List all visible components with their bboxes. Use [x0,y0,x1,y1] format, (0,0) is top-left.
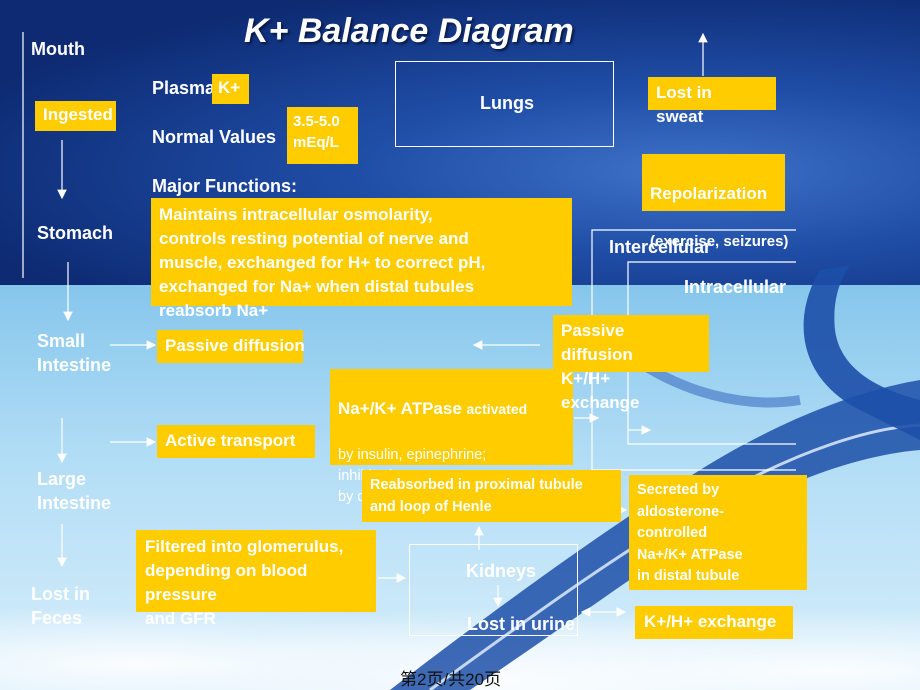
lost-in-urine-label: Lost in urine [467,614,575,634]
intracellular-label: Intracellular [684,277,787,297]
large-intestine-label: Large Intestine [37,469,112,513]
plasma-k-box: K+ [212,74,249,104]
atpase-box: Na+/K+ ATPase activated by insulin, epin… [330,369,573,505]
normal-values-box: 3.5-5.0 mEq/L [287,107,358,164]
atpase-activated: activated [466,401,528,417]
passive-diffusion-exchange-box: Passive diffusion K+/H+ exchange [553,315,709,412]
repolarization-box: Repolarization (exercise, seizures) [642,154,788,250]
normal-values-label: Normal Values [152,127,277,147]
ingested-box: Ingested [35,101,116,131]
kidneys-frame [409,544,578,636]
passive-diffusion-box: Passive diffusion [157,330,305,363]
kidneys-label: Kidneys [466,561,537,581]
reabsorbed-box: Reabsorbed in proximal tubule and loop o… [362,470,621,522]
mouth-label: Mouth [31,39,85,59]
intercellular-label: Intercellular [609,237,712,257]
repolarization-label: Repolarization [650,184,768,203]
lungs-label: Lungs [480,93,534,113]
active-transport-box: Active transport [157,425,315,458]
major-functions-label: Major Functions: [152,176,297,196]
stomach-label: Stomach [37,223,114,243]
lost-in-sweat-box: Lost in sweat [648,77,776,126]
major-functions-box: Maintains intracellular osmolarity, cont… [151,198,572,320]
atpase-title: Na+/K+ ATPase [338,399,462,418]
secreted-box: Secreted by aldosterone- controlled Na+/… [629,475,807,590]
plasma-label: Plasma [152,78,216,98]
lost-in-feces-label: Lost in Feces [31,584,90,628]
lungs-frame [395,61,614,147]
filtered-box: Filtered into glomerulus, depending on b… [136,530,376,628]
repolarization-detail: (exercise, seizures) [650,233,789,250]
kh-exchange-box: K+/H+ exchange [635,606,793,639]
small-intestine-label: Small Intestine [37,331,112,375]
page-number: 第2页/共20页 [400,670,502,689]
page-title: K+ Balance Diagram [244,12,574,50]
